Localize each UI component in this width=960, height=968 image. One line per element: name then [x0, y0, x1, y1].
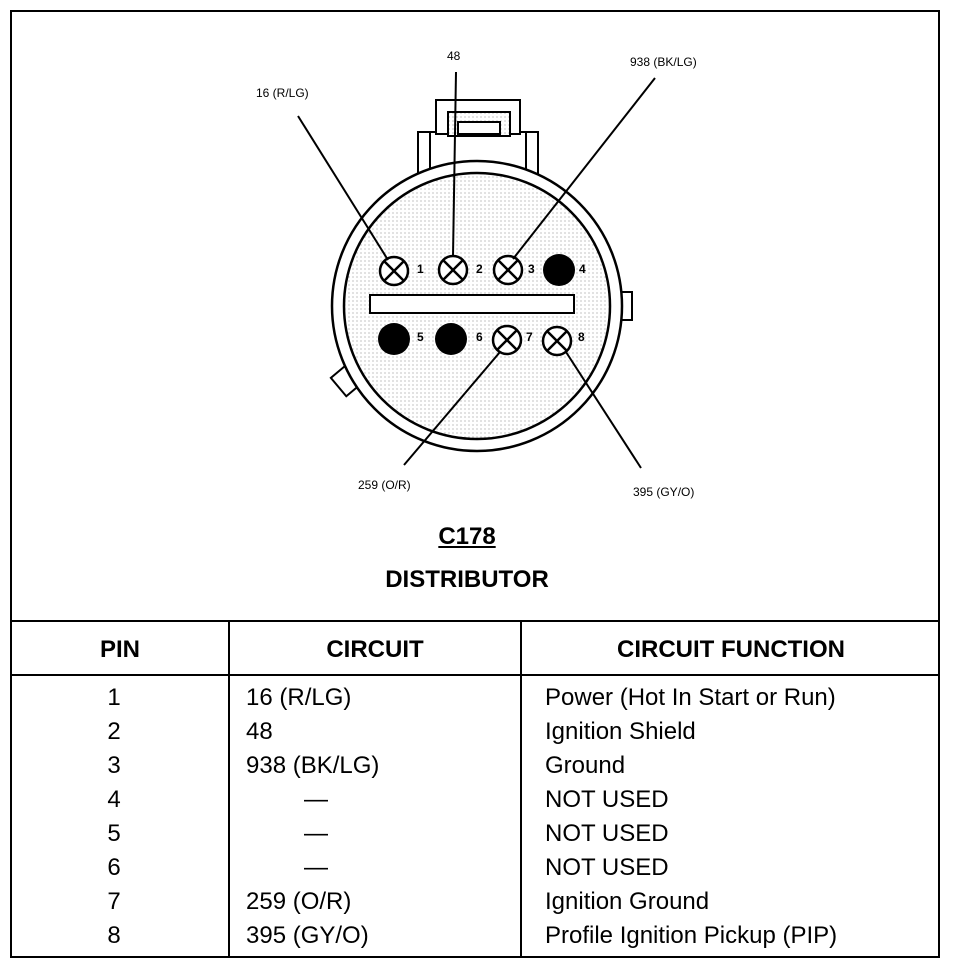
header-circuit: CIRCUIT [326, 636, 424, 663]
header-pin: PIN [99, 636, 140, 663]
callout-259: 259 (O/R) [358, 478, 411, 492]
table-divider [228, 622, 230, 958]
table-row: 4 — NOT USED [12, 784, 940, 818]
function-cell: NOT USED [545, 854, 669, 881]
pin-6-terminal [435, 323, 467, 355]
pin-1-terminal [378, 255, 410, 287]
table-row: 1 16 (R/LG) Power (Hot In Start or Run) [12, 682, 940, 716]
function-cell: Ground [545, 752, 626, 779]
table-row: 7 259 (O/R) Ignition Ground [12, 886, 940, 920]
leader-395 [565, 351, 642, 469]
pin-cell: 4 [107, 786, 121, 813]
callout-938: 938 (BK/LG) [630, 55, 697, 69]
pin-number-5: 5 [417, 330, 424, 344]
pin-number-6: 6 [476, 330, 483, 344]
pin-number-8: 8 [578, 330, 585, 344]
pin-cell: 1 [107, 684, 121, 711]
pin-number-3: 3 [528, 262, 535, 276]
pin-2-terminal [437, 254, 469, 286]
leader-938 [512, 77, 656, 260]
pin-table: PIN CIRCUIT CIRCUIT FUNCTION 1 16 (R/LG)… [12, 620, 940, 958]
diagram-frame [10, 10, 940, 958]
circuit-cell: — [304, 820, 328, 847]
pin-cell: 8 [107, 922, 121, 949]
pin-cell: 7 [107, 888, 121, 915]
circuit-cell: — [304, 786, 328, 813]
connector-name: DISTRIBUTOR [385, 566, 549, 593]
function-cell: Power (Hot In Start or Run) [545, 684, 836, 711]
pin-number-4: 4 [579, 262, 586, 276]
pin-number-2: 2 [476, 262, 483, 276]
circuit-cell: 48 [246, 718, 273, 745]
connector-drawing [297, 71, 656, 469]
table-row: 2 48 Ignition Shield [12, 716, 940, 750]
pin-cell: 6 [107, 854, 121, 881]
pin-7-terminal [491, 324, 523, 356]
pin-3-terminal [492, 254, 524, 286]
pin-number-1: 1 [417, 262, 424, 276]
function-cell: Profile Ignition Pickup (PIP) [545, 922, 838, 949]
leader-48 [452, 71, 457, 257]
leader-259 [403, 351, 501, 466]
table-row: 5 — NOT USED [12, 818, 940, 852]
table-row: 8 395 (GY/O) Profile Ignition Pickup (PI… [12, 920, 940, 954]
center-divider [369, 294, 575, 314]
connector-id: C178 [438, 523, 496, 550]
circuit-cell: 395 (GY/O) [246, 922, 369, 949]
circuit-cell: 259 (O/R) [246, 888, 352, 915]
function-cell: Ignition Shield [545, 718, 696, 745]
circuit-cell: — [304, 854, 328, 881]
table-row: 3 938 (BK/LG) Ground [12, 750, 940, 784]
pin-5-terminal [378, 323, 410, 355]
callout-48: 48 [447, 49, 461, 63]
table-divider [520, 622, 522, 958]
function-cell: NOT USED [545, 786, 669, 813]
function-cell: Ignition Ground [545, 888, 710, 915]
pin-cell: 3 [107, 752, 121, 779]
callout-16: 16 (R/LG) [256, 86, 309, 100]
callout-395: 395 (GY/O) [633, 485, 695, 499]
table-row: 6 — NOT USED [12, 852, 940, 886]
circuit-cell: 16 (R/LG) [246, 684, 352, 711]
pin-4-terminal [543, 254, 575, 286]
pin-cell: 5 [107, 820, 121, 847]
pin-cell: 2 [107, 718, 121, 745]
circuit-cell: 938 (BK/LG) [246, 752, 380, 779]
function-cell: NOT USED [545, 820, 669, 847]
header-rule [12, 674, 940, 676]
header-circuit-function: CIRCUIT FUNCTION [617, 636, 845, 663]
leader-16 [297, 115, 389, 261]
pin-8-terminal [541, 325, 573, 357]
pin-number-7: 7 [526, 330, 533, 344]
